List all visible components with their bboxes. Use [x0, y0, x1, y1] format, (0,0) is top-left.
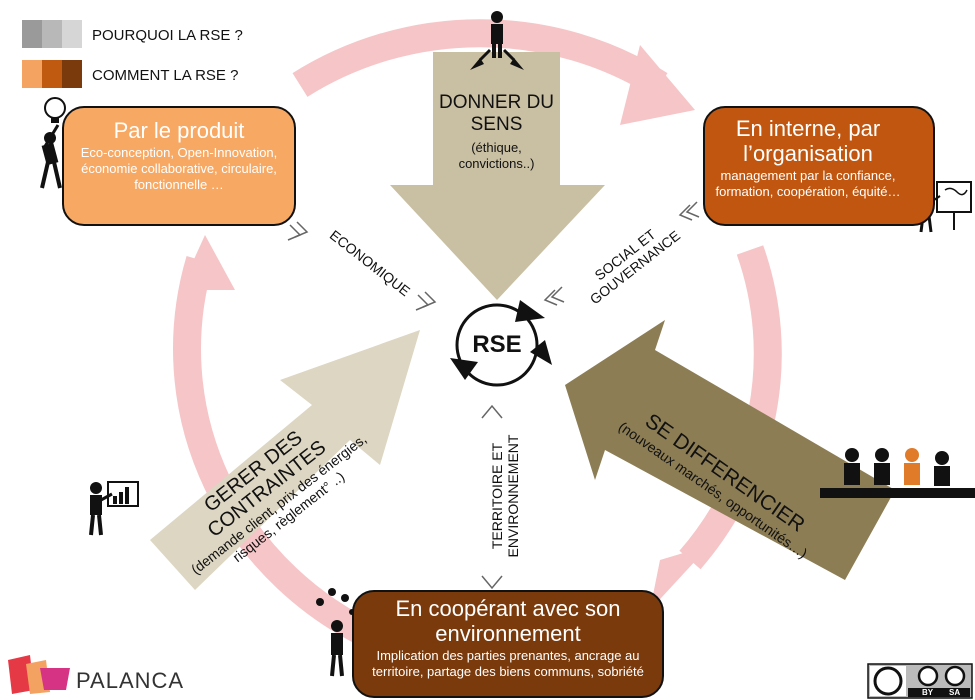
- box-product-desc: Eco-conception, Open-Innovation, économi…: [80, 145, 278, 192]
- cc-license-by: BY: [922, 688, 934, 697]
- legend-why-swatch-2: [42, 20, 62, 48]
- axis-territoire-line1: TERRITOIRE ET: [489, 442, 505, 550]
- legend-how-label: COMMENT LA RSE ?: [92, 67, 239, 84]
- legend-why-swatch-3: [62, 20, 82, 48]
- box-coop: En coopérant avec son environnement Impl…: [352, 590, 664, 698]
- box-internal-desc: management par la confiance, formation, …: [715, 168, 901, 199]
- person-arrows-icon: [470, 11, 524, 70]
- axis-chevrons: [287, 201, 700, 590]
- palanca-logo-text: PALANCA: [76, 668, 185, 693]
- rse-center: [450, 300, 552, 387]
- audience-icon: [820, 448, 975, 498]
- presenter-chart-icon: [89, 481, 139, 536]
- arrow-donner-sens-title: DONNER DU SENS: [438, 92, 555, 135]
- lightbulb-person-icon: [40, 97, 66, 189]
- box-coop-title: En coopérant avec son environnement: [395, 596, 621, 646]
- box-coop-desc: Implication des parties prenantes, ancra…: [372, 648, 644, 679]
- legend-how-swatch-3: [62, 60, 82, 88]
- cc-license-badge: [867, 663, 973, 699]
- legend-why-swatch-1: [22, 20, 42, 48]
- arrow-donner-sens-text: DONNER DU SENS (éthique, convictions..): [433, 92, 560, 172]
- box-internal-title: En interne, par l’organisation: [735, 116, 881, 166]
- arrow-donner-sens-sub: (éthique, convictions..): [458, 140, 535, 171]
- rse-center-label: RSE: [472, 331, 522, 358]
- legend-how-swatch-2: [42, 60, 62, 88]
- axis-territoire-line2: ENVIRONNEMENT: [505, 434, 521, 558]
- juggler-icon: [316, 588, 355, 677]
- arrow-se-differencier: [565, 320, 895, 580]
- box-product: Par le produit Eco-conception, Open-Inno…: [62, 106, 296, 226]
- cc-license-sa: SA: [949, 688, 961, 697]
- palanca-logo: [8, 655, 70, 694]
- box-internal: En interne, par l’organisation managemen…: [703, 106, 935, 226]
- axis-territoire-label: TERRITOIRE ET ENVIRONNEMENT: [489, 416, 521, 576]
- arrow-gerer-contraintes: [150, 330, 420, 590]
- box-product-title: Par le produit: [113, 118, 245, 143]
- cycle-arrowheads: [180, 45, 710, 610]
- legend-how-swatch-1: [22, 60, 42, 88]
- arrow-donner-sens: [390, 52, 605, 300]
- legend-why-label: POURQUOI LA RSE ?: [92, 27, 243, 44]
